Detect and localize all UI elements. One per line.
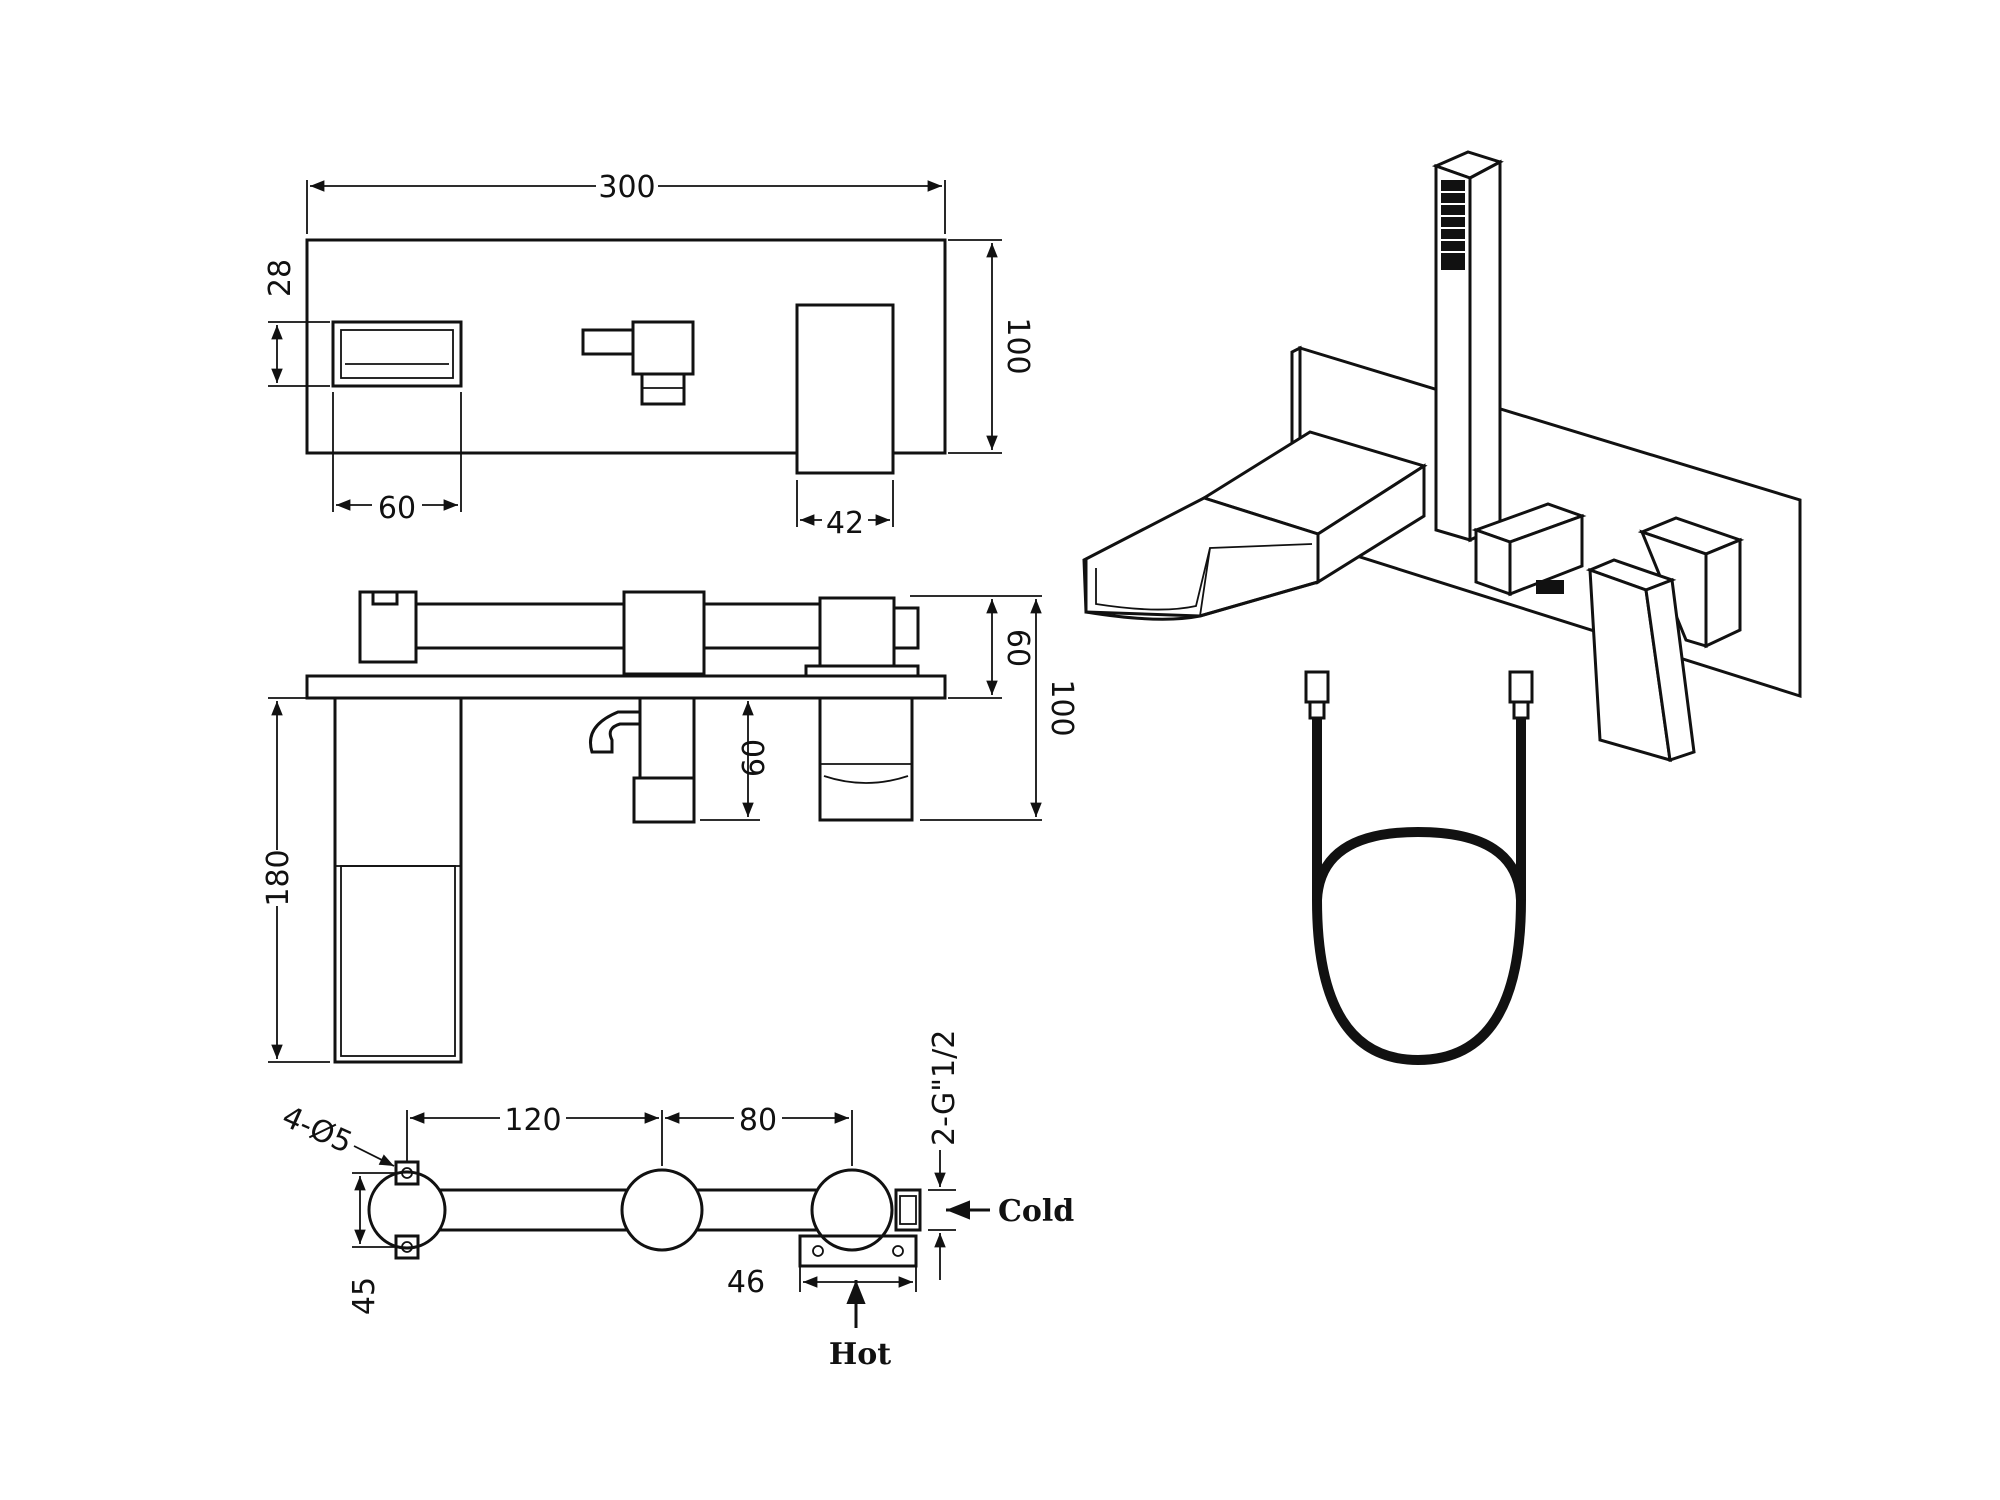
- iso-hose-outer: [1312, 718, 1526, 1066]
- dim-top-width: 300: [598, 170, 655, 205]
- dim-handle-width: 42: [826, 506, 864, 541]
- dim-holes: 4-Ø5: [277, 1099, 358, 1161]
- install-right-port: [810, 1168, 894, 1252]
- isometric-view: [1082, 150, 1802, 1066]
- mixer-handle: [795, 303, 895, 475]
- iso-hose-inner: [1312, 826, 1526, 901]
- iso-shower-nozzles: [1441, 180, 1465, 270]
- side-pipe-right: [702, 602, 822, 650]
- side-pipe-left: [414, 602, 626, 650]
- install-cold-inlet: [894, 1188, 922, 1232]
- iso-holder: [1474, 527, 1512, 597]
- side-spout: [333, 696, 463, 1064]
- side-right-cartridge: [818, 596, 896, 668]
- dim-top-left-offset: 28: [263, 259, 298, 297]
- side-center-block: [622, 590, 706, 676]
- install-hot-bracket: [798, 1234, 918, 1268]
- iso-hose-left-nut: [1304, 670, 1330, 704]
- dim-bracket-height: 45: [347, 1277, 382, 1315]
- install-center-port: [620, 1168, 704, 1252]
- side-diverter-knob: [632, 776, 696, 824]
- install-view: 120 80 4-Ø5 45 46 2-G"1/2 Cold Hot: [277, 1030, 1075, 1372]
- iso-mixer-body: [1704, 537, 1742, 649]
- hot-label: Hot: [829, 1337, 891, 1372]
- dim-spacing-left: 120: [504, 1103, 561, 1138]
- dim-thread: 2-G"1/2: [927, 1030, 962, 1146]
- side-diverter-stem: [638, 696, 696, 780]
- install-left-port: [367, 1170, 447, 1250]
- dim-side-lower: 60: [737, 739, 772, 777]
- front-view: 300 100 28 60 42: [263, 166, 1035, 541]
- diverter-block: [631, 320, 695, 376]
- dim-side-upper: 60: [1000, 629, 1035, 667]
- dim-spout-width: 60: [378, 491, 416, 526]
- side-plate: [305, 674, 947, 700]
- dim-spout-length: 180: [261, 849, 296, 906]
- dim-bracket-width: 46: [727, 1265, 765, 1300]
- side-view: 60 100 60 180: [261, 590, 1079, 1064]
- iso-hose-right-nut: [1508, 670, 1534, 704]
- front-plate: [305, 238, 947, 455]
- side-hook: [589, 710, 640, 754]
- dim-spacing-right: 80: [739, 1103, 777, 1138]
- cold-label: Cold: [998, 1194, 1074, 1229]
- dim-top-height: 100: [1000, 317, 1035, 374]
- side-handle: [818, 696, 914, 822]
- spout-outlet: [331, 320, 463, 388]
- diverter-knob: [581, 328, 635, 356]
- dim-side-total: 100: [1044, 679, 1079, 736]
